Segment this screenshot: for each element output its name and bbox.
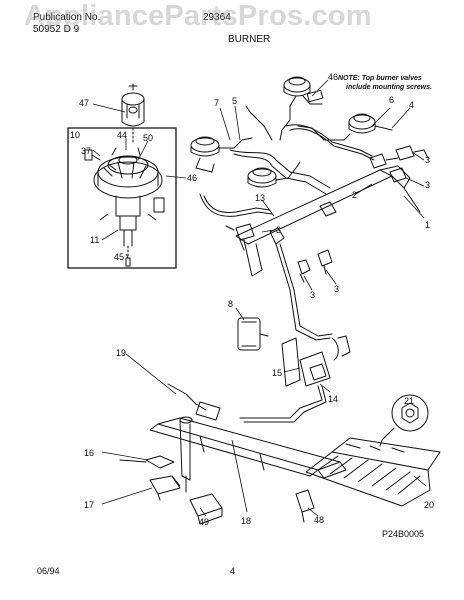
callout-15: 15 (272, 368, 282, 378)
igniter-part (84, 149, 93, 161)
footer-date: 06/94 (37, 566, 60, 576)
callout-13: 13 (255, 193, 265, 203)
callout-50: 50 (143, 133, 153, 143)
callout-18: 18 (241, 516, 251, 526)
callout-1: 1 (425, 220, 430, 230)
callout-3a: 3 (425, 155, 430, 165)
gas-manifold (235, 169, 393, 245)
model-number: 29364 (203, 12, 231, 23)
retainer-part (295, 489, 315, 513)
callout-14: 14 (328, 394, 338, 404)
callout-37: 37 (81, 146, 91, 156)
callout-5: 5 (232, 96, 237, 106)
section-title: BURNER (228, 34, 271, 45)
detail-circle-21 (391, 394, 429, 432)
callout-11: 11 (90, 235, 99, 245)
callout-7: 7 (214, 98, 219, 108)
detail-inset-box (67, 127, 177, 269)
burner-bracket (195, 157, 215, 173)
publication-label: Publication No. (33, 12, 101, 23)
switch-part (237, 317, 261, 351)
heat-shield (305, 451, 431, 507)
callout-4: 4 (409, 100, 414, 110)
inset-burner-base (93, 161, 163, 199)
footer-page: 4 (230, 566, 236, 576)
callout-6: 6 (389, 95, 394, 105)
spark-module (149, 475, 181, 495)
callout-3b: 3 (425, 180, 430, 190)
note-line-2: include mounting screws. (346, 84, 432, 91)
callout-3c: 3 (276, 225, 281, 235)
callout-2: 2 (352, 190, 357, 200)
diagram-code: P24B0005 (382, 529, 424, 539)
callout-20: 20 (424, 500, 434, 510)
callout-21: 21 (404, 396, 414, 406)
callout-3e: 3 (334, 284, 339, 294)
callout-48: 48 (314, 515, 324, 525)
callout-17: 17 (84, 500, 94, 510)
callout-46b: 46 (328, 72, 338, 82)
callout-45: 45 (114, 252, 124, 262)
callout-16: 16 (84, 448, 94, 458)
callout-10: 10 (70, 130, 80, 140)
callout-44: 44 (117, 130, 127, 140)
orifice-hood-part (121, 92, 145, 106)
callout-19: 19 (116, 348, 126, 358)
callout-49: 49 (199, 517, 209, 527)
publication-number: 50952 D 9 (33, 24, 80, 35)
ignition-switch (195, 401, 221, 421)
callout-8: 8 (228, 299, 233, 309)
note-line-1: NOTE: Top burner valves (338, 75, 422, 82)
igniter-bracket (189, 493, 223, 517)
burner-valve-part (235, 223, 255, 241)
callout-46a: 46 (187, 173, 197, 183)
callout-47: 47 (79, 98, 89, 108)
pressure-regulator (299, 351, 331, 387)
callout-3d: 3 (310, 290, 315, 300)
